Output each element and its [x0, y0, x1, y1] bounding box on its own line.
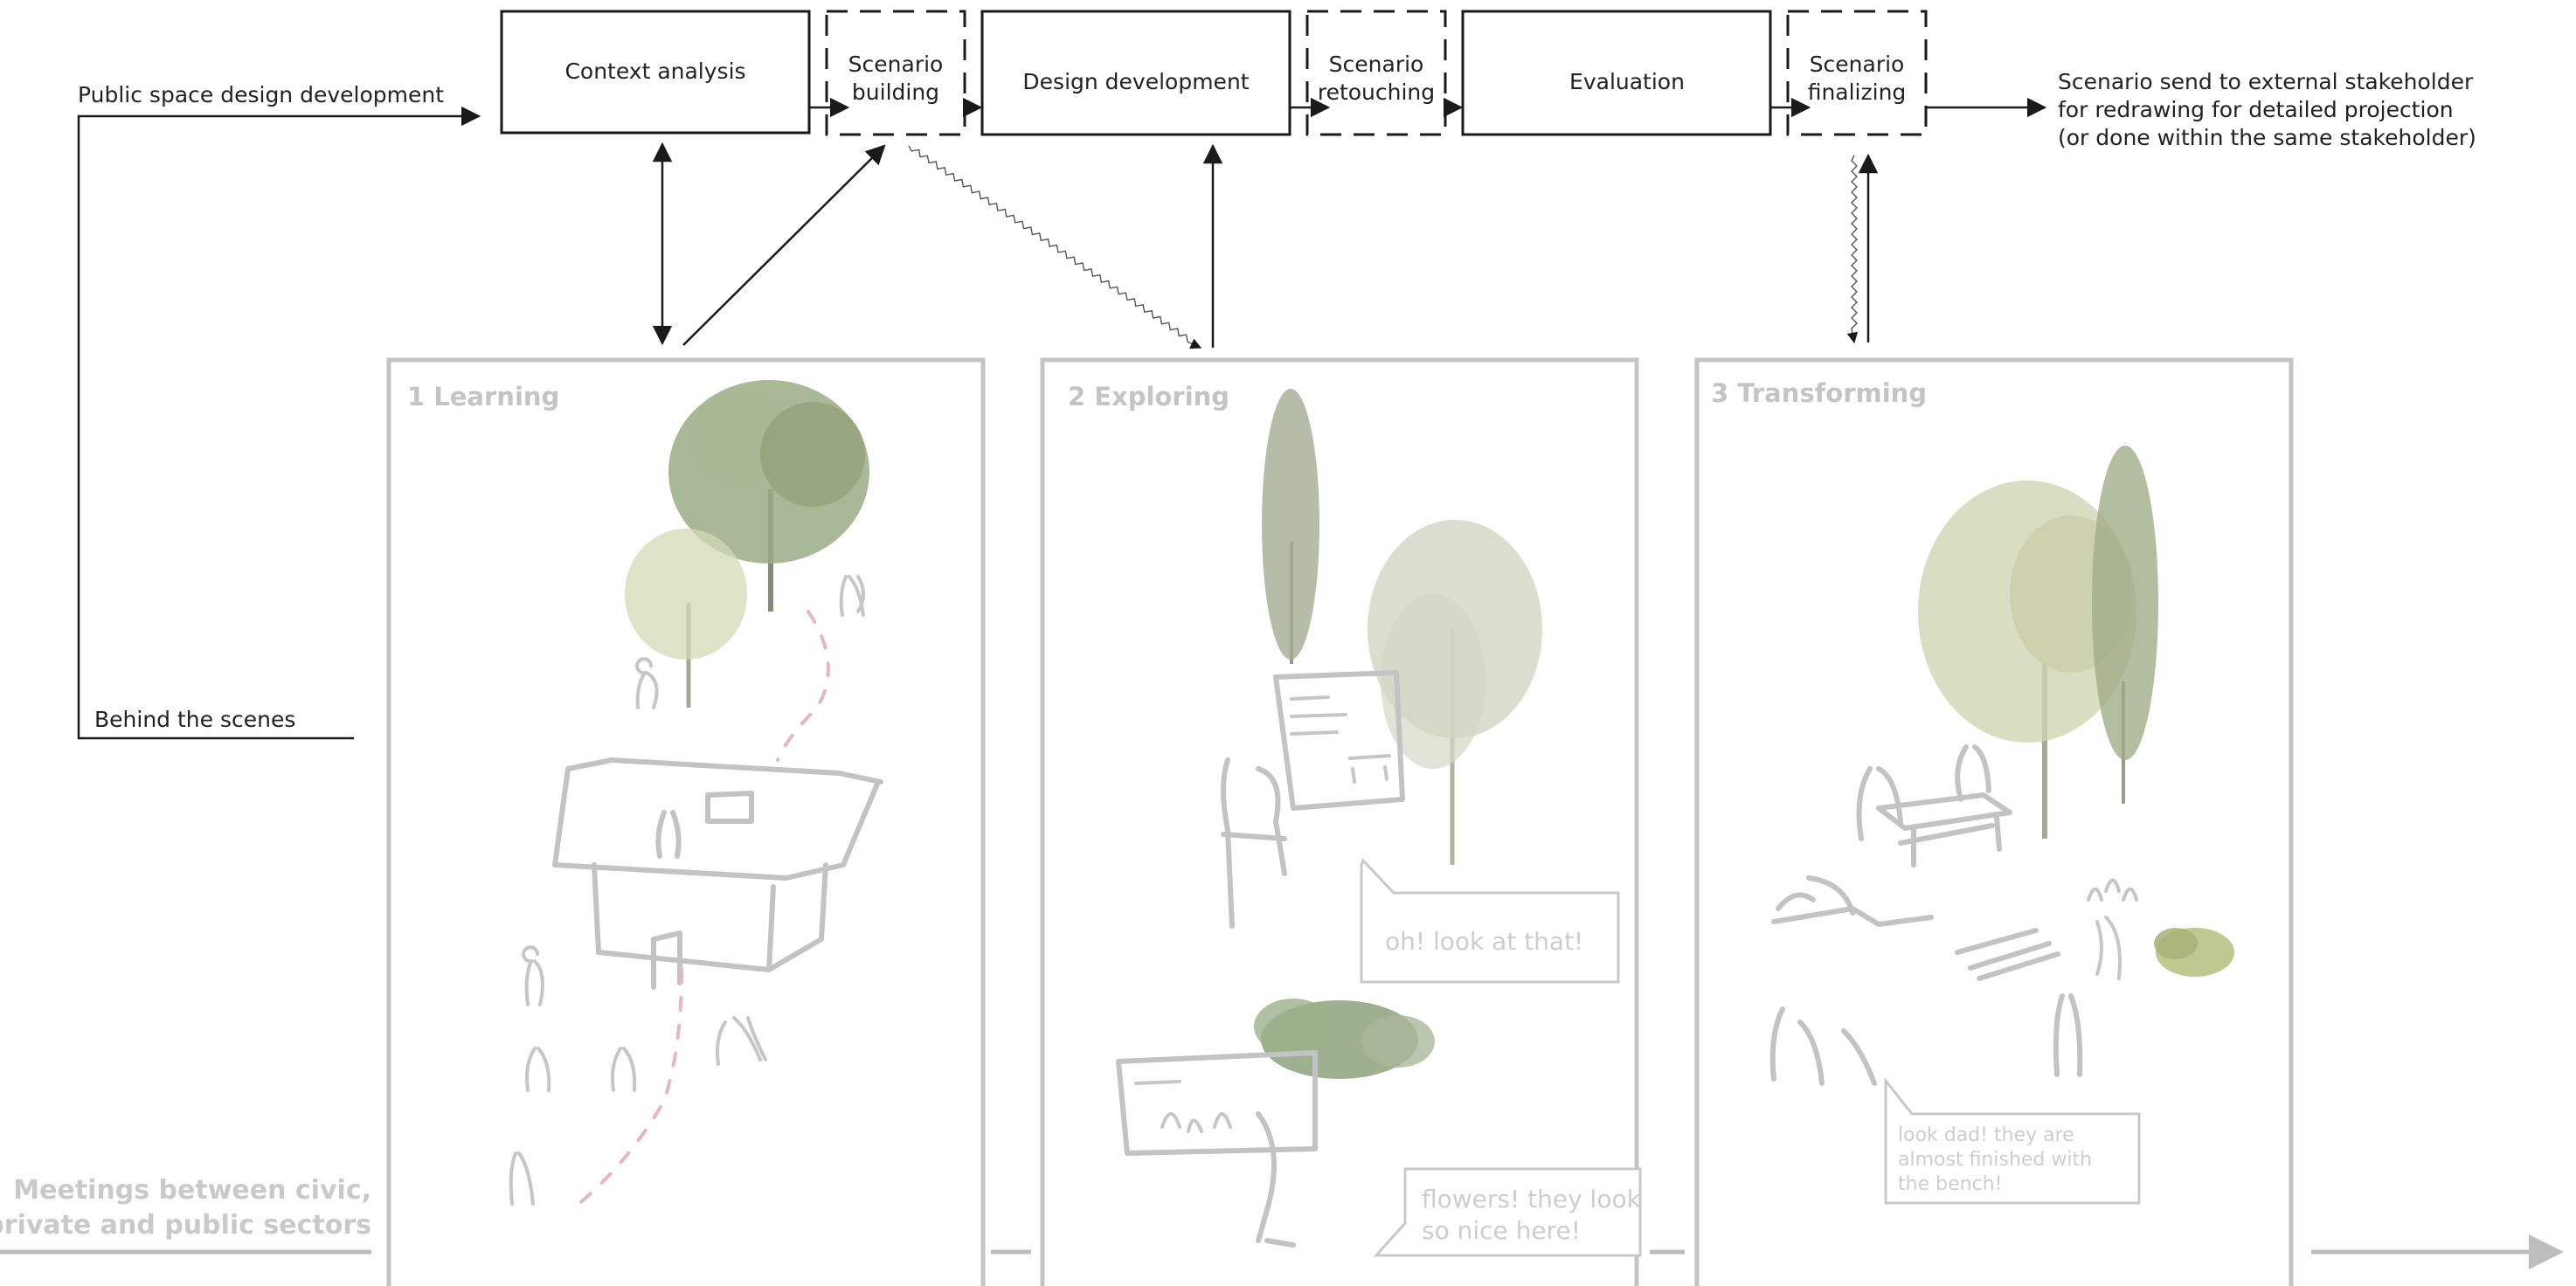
speech-bubble-text: almost finished with: [1898, 1149, 2092, 1171]
finalizing-transforming-wavy-arrow: [1846, 155, 1859, 344]
process-step-label: Evaluation: [1569, 69, 1685, 94]
behind-the-scenes-label: Behind the scenes: [94, 707, 295, 732]
speech-bubble: look dad! they are almost finished with …: [1884, 1076, 2141, 1205]
scenario-exploring-wavy-arrow: [908, 145, 1202, 349]
planning-sketch: [1116, 1050, 1318, 1248]
wavy-arrows: [908, 145, 1859, 349]
process-step-label: Context analysis: [564, 59, 745, 84]
house-sketch: [552, 757, 883, 990]
meetings-label-line: private and public sectors: [0, 1210, 371, 1241]
board-sketch: [1221, 670, 1405, 929]
tree-illustration: [1918, 446, 2158, 839]
panel-title: 1 Learning: [407, 382, 559, 411]
speech-bubble-text: the bench!: [1898, 1173, 2002, 1195]
process-step-label: Scenario: [1329, 52, 1424, 77]
process-step-scenario-building: Scenario building: [825, 10, 966, 136]
speech-bubble-text: oh! look at that!: [1385, 927, 1583, 956]
input-label: Public space design development: [78, 82, 444, 107]
cypress-tree-illustration: [1262, 389, 1319, 664]
process-step-label: Scenario: [1810, 52, 1905, 77]
panel-title: 2 Exploring: [1068, 382, 1229, 411]
output-label: Scenario send to external stakeholder fo…: [2058, 69, 2476, 150]
tree-illustration: [625, 380, 869, 708]
speech-bubble-text: so nice here!: [1422, 1216, 1581, 1245]
panel-title: 3 Transforming: [1711, 378, 1927, 408]
walking-path: [575, 610, 830, 1207]
process-step-label: Design development: [1022, 69, 1249, 94]
panel-exploring: 2 Exploring oh! look at that!: [1040, 357, 1642, 1286]
panel-frame: [1040, 357, 1639, 1286]
output-label-line: for redrawing for detailed projection: [2058, 97, 2454, 122]
input-arrow: [77, 106, 481, 740]
process-step-design-development: Design development: [980, 10, 1291, 136]
panel-transforming: 3 Transforming look: [1694, 357, 2294, 1286]
process-arrows: [77, 97, 2047, 740]
output-label-line: Scenario send to external stakeholder: [2058, 69, 2474, 94]
panel-learning: 1 Learning: [386, 357, 986, 1286]
speech-bubble: oh! look at that!: [1360, 858, 1620, 984]
process-step-context-analysis: Context analysis: [500, 10, 811, 135]
speech-bubble-text: look dad! they are: [1898, 1124, 2074, 1146]
meetings-label: Meetings between civic, private and publ…: [0, 1175, 371, 1241]
willow-tree-illustration: [1368, 520, 1542, 865]
process-step-label: Scenario: [848, 52, 944, 77]
bench-sketch: [1769, 744, 2138, 1086]
speech-bubble-text: flowers! they look: [1422, 1185, 1642, 1213]
people-sketches: [509, 575, 865, 1206]
learning-scenario-arrow: [682, 144, 886, 346]
process-step-label: retouching: [1318, 80, 1435, 105]
shrub-illustration: [2154, 928, 2234, 977]
process-step-label: finalizing: [1808, 80, 1907, 105]
speech-bubble: flowers! they look so nice here!: [1373, 1167, 1642, 1257]
meetings-label-line: Meetings between civic,: [13, 1175, 371, 1206]
process-step-scenario-retouching: Scenario retouching: [1305, 10, 1447, 136]
shrub-illustration: [1254, 999, 1435, 1079]
process-step-evaluation: Evaluation: [1461, 10, 1772, 136]
output-label-line: (or done within the same stakeholder): [2058, 125, 2476, 150]
process-step-label: building: [852, 80, 939, 105]
process-step-scenario-finalizing: Scenario finalizing: [1786, 10, 1928, 136]
